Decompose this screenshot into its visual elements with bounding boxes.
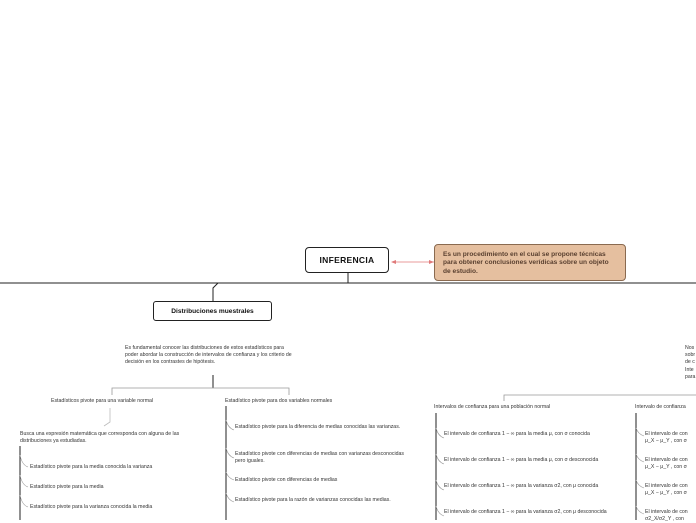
dos-poblaciones-item[interactable]: El intervalo de con μ_X − μ_Y , con σ [645, 431, 688, 445]
pivote-normal-branch-1 [19, 454, 29, 468]
una-poblacion-branch-2 [435, 453, 445, 465]
una-poblacion-item[interactable]: El intervalo de confianza 1 − ∞ para la … [444, 457, 599, 463]
pivote-dos-item[interactable]: Estadístico pivote para la diferencia de… [235, 424, 401, 430]
pivote-normal-item[interactable]: Estadístico pivote para la media [30, 484, 104, 490]
dos-poblaciones-item[interactable]: El intervalo de con σ2_X/σ2_Y , con [645, 509, 688, 523]
pivote-split [111, 387, 290, 395]
fragment-line: sobr [685, 352, 696, 359]
dos-poblaciones-item[interactable]: El intervalo de con μ_X − μ_Y , con σ [645, 483, 688, 497]
dos-poblaciones-branch-2 [635, 453, 645, 463]
note-node[interactable]: Es un procedimiento en el cual se propon… [434, 244, 626, 281]
dos-poblaciones-branch-1 [635, 427, 645, 437]
note-link-arrow-left [391, 260, 396, 264]
root-node-label: INFERENCIA [319, 255, 375, 265]
una-poblacion-branch-1 [435, 427, 445, 439]
pivote-dos-item[interactable]: Estadístico pivote con diferencias de me… [235, 451, 404, 465]
fragment-line: de c [685, 359, 695, 366]
pivote-normal-branch-3 [19, 494, 29, 508]
topic-pivote-normal[interactable]: Estadísticos pivote para una variable no… [51, 398, 154, 404]
topic-intervalos-dos-poblaciones[interactable]: Intervalo de confianza [635, 404, 686, 410]
pivote-dos-branch-1 [225, 419, 235, 431]
pivote-dos-item[interactable]: Estadístico pivote con diferencias de me… [235, 477, 338, 483]
node-distribuciones-label: Distribuciones muestrales [171, 307, 254, 315]
dos-poblaciones-item[interactable]: El intervalo de con μ_X − μ_Y , con σ [645, 457, 688, 471]
una-poblacion-item[interactable]: El intervalo de confianza 1 − ∞ para la … [444, 431, 590, 437]
topic-pivote-dos-variables[interactable]: Estadístico pivote para dos variables no… [225, 398, 333, 404]
distribuciones-description: Es fundamental conocer las distribucione… [125, 345, 292, 366]
intervalos-description-fragment: Nos sobr de c Inte para [685, 345, 696, 381]
fragment-line: Inte [685, 366, 694, 373]
root-node-inferencia[interactable]: INFERENCIA [305, 247, 389, 273]
una-poblacion-branch-3 [435, 479, 445, 491]
pivote-dos-item[interactable]: Estadístico pivote para la razón de vari… [235, 497, 391, 503]
pivote-dos-branch-3 [225, 471, 235, 481]
una-poblacion-item[interactable]: El intervalo de confianza 1 − ∞ para la … [444, 483, 599, 489]
pivote-normal-subtitle: Busca una expresión matemática que corre… [20, 431, 180, 445]
pivote-normal-connector [103, 408, 111, 427]
dos-poblaciones-branch-4 [635, 505, 645, 515]
node-distribuciones-muestrales[interactable]: Distribuciones muestrales [153, 301, 272, 321]
pivote-normal-branch-2 [19, 474, 29, 488]
una-poblacion-item[interactable]: El intervalo de confianza 1 − ∞ para la … [444, 509, 607, 515]
dos-poblaciones-branch-3 [635, 479, 645, 489]
fragment-line: Nos [685, 345, 695, 351]
note-text: Es un procedimiento en el cual se propon… [443, 251, 609, 275]
topic-intervalos-una-poblacion[interactable]: Intervalos de confianza para una poblaci… [434, 404, 551, 410]
pivote-dos-branch-2 [225, 447, 235, 459]
intervalos-split [503, 394, 696, 401]
dist-connector [212, 282, 219, 301]
fragment-line: para [685, 373, 696, 380]
pivote-normal-item[interactable]: Estadístico pivote para la media conocid… [30, 464, 153, 470]
pivote-dos-branch-4 [225, 492, 235, 503]
pivote-normal-item[interactable]: Estadístico pivote para la varianza cono… [30, 504, 153, 510]
note-link-arrow-right [429, 260, 434, 264]
una-poblacion-branch-4 [435, 505, 445, 517]
